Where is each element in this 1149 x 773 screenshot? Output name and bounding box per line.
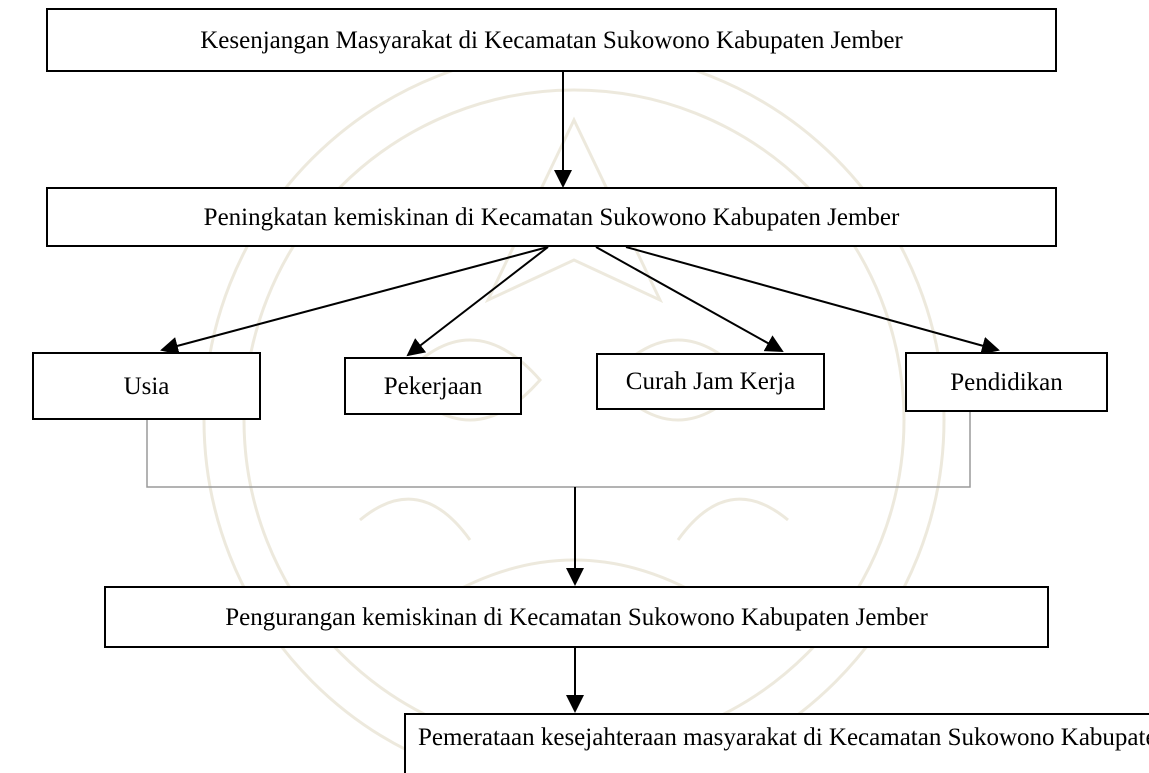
arrow-to-usia (160, 246, 549, 355)
node-pekerjaan: Pekerjaan (344, 357, 522, 415)
node-curah-jam-kerja-label: Curah Jam Kerja (625, 368, 796, 395)
arrow-to-curah (595, 246, 784, 352)
node-peningkatan-kemiskinan-label: Peningkatan kemiskinan di Kecamatan Suko… (203, 203, 900, 231)
node-pendidikan-label: Pendidikan (950, 368, 1063, 396)
node-pemerataan-kesejahteraan: Pemerataan kesejahteraan masyarakat di K… (404, 713, 1149, 773)
node-pendidikan: Pendidikan (905, 352, 1108, 412)
node-kesenjangan-label: Kesenjangan Masyarakat di Kecamatan Suko… (200, 26, 903, 54)
node-kesenjangan: Kesenjangan Masyarakat di Kecamatan Suko… (46, 8, 1057, 72)
node-pengurangan-kemiskinan-label: Pengurangan kemiskinan di Kecamatan Suko… (225, 603, 928, 631)
node-curah-jam-kerja: Curah Jam Kerja (596, 353, 825, 410)
node-pemerataan-kesejahteraan-label: Pemerataan kesejahteraan masyarakat di K… (418, 724, 1149, 751)
node-usia-label: Usia (123, 372, 170, 400)
node-usia: Usia (32, 352, 261, 420)
factors-bracket (146, 412, 971, 488)
node-pengurangan-kemiskinan: Pengurangan kemiskinan di Kecamatan Suko… (104, 586, 1049, 648)
node-peningkatan-kemiskinan: Peningkatan kemiskinan di Kecamatan Suko… (46, 187, 1057, 247)
node-pekerjaan-label: Pekerjaan (383, 372, 483, 400)
arrow-to-pekerjaan (406, 246, 549, 357)
arrow-to-pendidikan (625, 246, 1000, 355)
